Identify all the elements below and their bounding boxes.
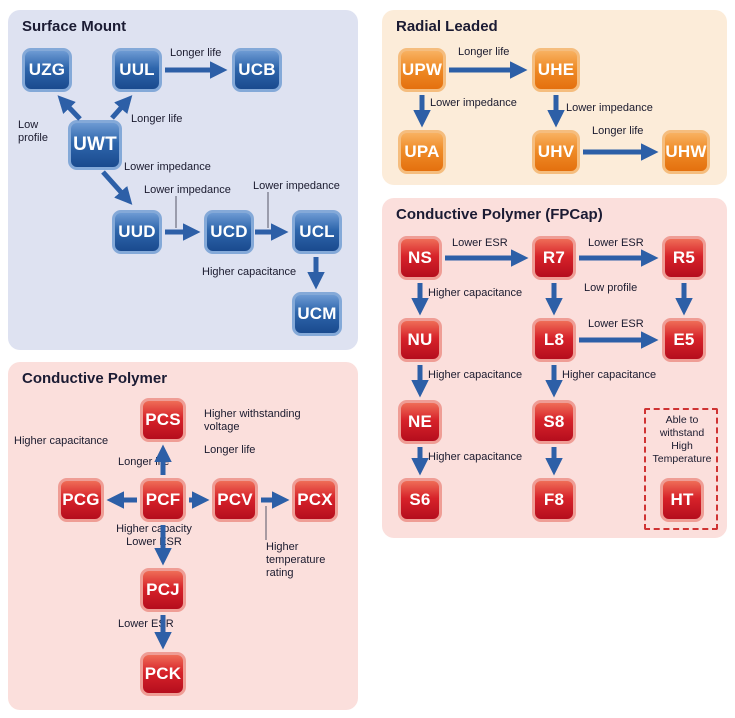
node-pcv: PCV — [212, 478, 258, 522]
edge-label-ns-r7: Lower ESR — [452, 237, 508, 249]
node-s8: S8 — [532, 400, 576, 444]
node-ns: NS — [398, 236, 442, 280]
edge-label-ne-s6: Higher capacitance — [428, 451, 523, 463]
node-upa: UPA — [398, 130, 446, 174]
node-pcs: PCS — [140, 398, 186, 442]
edge-label-uwt-uud: Lower impedance — [124, 161, 211, 173]
edge-label-ns-nu: Higher capacitance — [428, 287, 523, 299]
edge-label-r7-l8: Low profile — [584, 282, 638, 294]
edge-label-uhv-uhw: Longer life — [592, 125, 644, 137]
panel-title-radial-leaded: Radial Leaded — [396, 18, 498, 35]
node-nu: NU — [398, 318, 442, 362]
node-uud: UUD — [112, 210, 162, 254]
panel-surface-mount: Surface Mount UZG UUL UCB UWT UUD UCD UC… — [8, 10, 358, 350]
edge-label-ucl-ucm: Higher capacitance — [202, 266, 297, 278]
node-f8: F8 — [532, 478, 576, 522]
high-temperature-note: Able to withstand High Temperature — [652, 414, 712, 466]
edge-label-l8-e5: Lower ESR — [588, 318, 644, 330]
edge-label-uwt-uzg: Low profile — [18, 119, 48, 144]
node-ht: HT — [660, 478, 704, 522]
node-r5: R5 — [662, 236, 706, 280]
edge-label-pcf-pcj: Higher capacity Lower ESR — [112, 523, 196, 549]
node-uhw: UHW — [662, 130, 710, 174]
node-pcj: PCJ — [140, 568, 186, 612]
edge-label-pcf-pcg: Higher capacitance — [14, 435, 109, 447]
node-uhv: UHV — [532, 130, 580, 174]
edge-label-l8-s8: Higher capacitance — [562, 369, 657, 381]
node-pck: PCK — [140, 652, 186, 696]
panel-title-fpcap: Conductive Polymer (FPCap) — [396, 206, 603, 223]
edge-label-uud-ucd: Lower impedance — [144, 184, 231, 196]
panel-fpcap: Conductive Polymer (FPCap) NS R7 R5 NU L… — [382, 198, 727, 538]
panel-radial-leaded: Radial Leaded UPW UHE UPA UHV UHW Longer… — [382, 10, 727, 185]
node-pcg: PCG — [58, 478, 104, 522]
node-s6: S6 — [398, 478, 442, 522]
edge-label-r7-r5: Lower ESR — [588, 237, 644, 249]
node-uwt: UWT — [68, 120, 122, 170]
node-ucd: UCD — [204, 210, 254, 254]
node-uul: UUL — [112, 48, 162, 92]
panel-title-conductive-polymer: Conductive Polymer — [22, 370, 168, 387]
high-temperature-group-box — [644, 408, 718, 530]
node-uzg: UZG — [22, 48, 72, 92]
node-r7: R7 — [532, 236, 576, 280]
edge-label-pcj-pck: Lower ESR — [118, 618, 174, 630]
node-upw: UPW — [398, 48, 446, 92]
edge-label-pcf-pcv-life: Longer life — [204, 444, 256, 456]
edge-label-pcf-pcs: Longer life — [118, 456, 170, 468]
edge-label-uwt-uul: Longer life — [131, 113, 183, 125]
node-ucm: UCM — [292, 292, 342, 336]
node-ne: NE — [398, 400, 442, 444]
edge-label-uul-ucb: Longer life — [170, 47, 222, 59]
edge-label-pcv-pcx: Higher temperature rating — [266, 541, 326, 579]
edge-label-ucd-ucl: Lower impedance — [253, 180, 340, 192]
edge-label-pcf-pcv-voltage: Higher withstanding voltage — [204, 408, 301, 433]
panel-title-surface-mount: Surface Mount — [22, 18, 127, 35]
edge-label-uhe-uhv: Lower impedance — [566, 102, 653, 114]
node-pcf: PCF — [140, 478, 186, 522]
node-pcx: PCX — [292, 478, 338, 522]
node-uhe: UHE — [532, 48, 580, 92]
edge-label-pcf-pcj-line2: Lower ESR — [126, 535, 182, 548]
edge-label-nu-ne: Higher capacitance — [428, 369, 523, 381]
panel-conductive-polymer: Conductive Polymer PCS PCG PCF PCV PCX P… — [8, 362, 358, 710]
node-l8: L8 — [532, 318, 576, 362]
edge-label-pcf-pcj-line1: Higher capacity — [116, 523, 192, 535]
node-ucb: UCB — [232, 48, 282, 92]
node-e5: E5 — [662, 318, 706, 362]
edge-label-upw-upa: Lower impedance — [430, 97, 517, 109]
node-ucl: UCL — [292, 210, 342, 254]
edge-label-upw-uhe: Longer life — [458, 46, 510, 58]
